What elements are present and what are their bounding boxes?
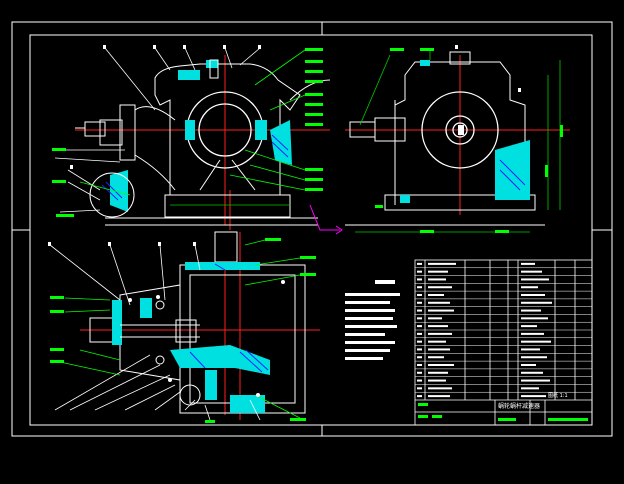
parts-list-entry-material [521,309,541,312]
parts-list-entry-name [428,286,452,289]
parts-list-entry-material [521,387,539,390]
parts-list-entry-number [417,379,422,382]
parts-list-entry-name [428,371,448,374]
parts-list-entry-material [521,270,542,273]
position-marker [309,204,343,235]
parts-list-entry-material [521,395,546,398]
parts-list-entry-name [428,387,452,390]
section-fills [112,262,270,413]
parts-list-entry-name [428,294,444,296]
parts-list-entry-name [428,325,448,328]
leader-lines [54,47,261,213]
parts-list-entry-number [417,262,422,265]
parts-list-entry-name [428,379,446,382]
parts-list-entry-material [521,379,550,382]
green-leaders [79,49,306,196]
detail-circle [89,172,135,218]
parts-list-entry-material [521,325,537,328]
parts-list-entry-number [417,286,422,289]
sheet-border [11,21,613,437]
green-leaders [59,239,301,419]
title-block-title: 蜗轮蜗杆减速器 [498,402,540,410]
parts-list-entry-number [417,340,422,343]
parts-list-entry-material [521,340,551,343]
section-fills [110,60,292,212]
parts-list-entry-name [428,317,442,320]
parts-list-entries [417,262,552,398]
parts-list-entry-number [417,395,422,398]
parts-list-entry-number [417,294,422,296]
part-callouts [52,48,323,217]
parts-list-entry-name [428,348,450,351]
parts-list-entry-name [428,301,450,304]
hatch-lines [499,159,526,191]
parts-list-entry-name [428,332,452,335]
housing-outline [345,51,545,226]
parts-list-entry-number [417,325,422,328]
part-callouts [50,238,316,423]
parts-list-entry-number [417,348,422,351]
parts-list-entry-material [521,286,538,289]
title-block-drawing-no: 图纸 1:1 [548,392,568,399]
hatch-lines [189,263,269,373]
parts-list-entry-material [521,317,548,320]
parts-list-entry-number [417,309,422,312]
parts-list-entry-number [417,332,422,335]
parts-list-rows [415,267,592,393]
title-block-cells [418,403,588,421]
parts-list-entry-name [428,262,456,265]
parts-list-entry-material [521,301,552,304]
parts-list-entry-number [417,301,422,304]
parts-list-entry-number [417,270,422,273]
parts-list-entry-name [428,278,446,281]
section-fills [400,60,530,203]
parts-list-entry-material [521,332,544,335]
parts-list-entry-name [428,309,454,312]
input-shaft [75,121,106,137]
technical-notes [345,280,400,360]
parts-list-entry-name [428,340,446,343]
gear-circle [421,91,499,169]
parts-list-entry-number [417,364,422,366]
parts-list-entry-number [417,371,422,374]
parts-list-entry-number [417,387,422,390]
parts-list-entry-material [521,294,545,296]
parts-list-entry-material [521,356,547,359]
hatch-lines [101,134,289,201]
parts-list-entry-name [428,395,450,398]
side-section-view [345,45,570,233]
shaft-lines [120,319,200,343]
parts-list-entry-material [521,371,543,374]
housing-outline [99,63,331,226]
parts-list-entry-material [521,262,535,265]
parts-list-entry-number [417,278,422,281]
parts-list-entry-name [428,364,454,366]
parts-list-entry-material [521,348,540,351]
parts-list-entry-name [428,356,444,359]
parts-list-entry-number [417,317,422,320]
parts-list-entry-name [428,270,448,273]
parts-list-entry-material [521,278,549,281]
parts-list-entry-number [417,356,422,359]
front-section-view [52,45,343,235]
leader-lines [49,244,261,421]
top-section-view [48,231,320,423]
center-lines [345,55,570,215]
parts-list-entry-material [521,364,536,366]
